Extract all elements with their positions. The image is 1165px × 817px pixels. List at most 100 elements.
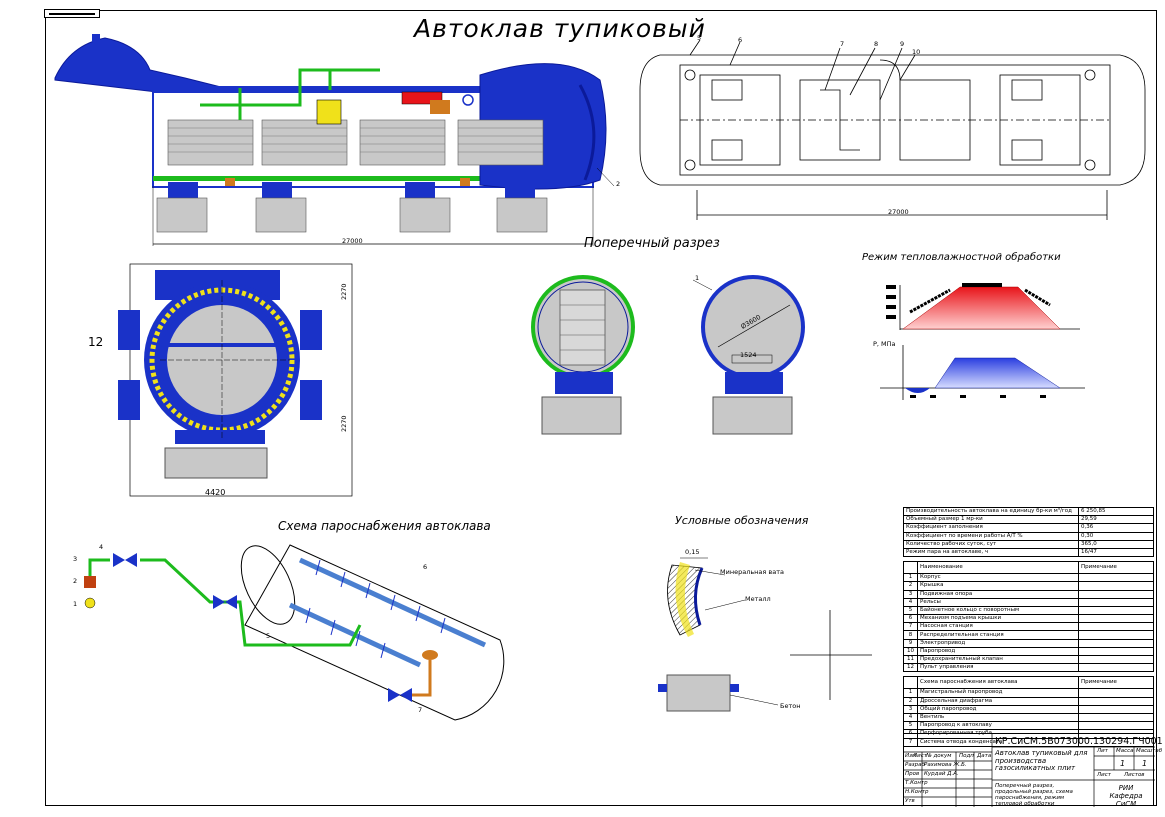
scheme-callout-4: 4: [99, 543, 104, 551]
callout-9: 9: [900, 40, 905, 48]
document-subtitle: Поперечный разрез, продольный разрез, сх…: [995, 783, 1073, 807]
tb-lit-label: Лит: [1097, 748, 1108, 754]
legend-symbols: [658, 557, 872, 712]
dim-length-side: 27000: [342, 237, 363, 245]
callout-6: 6: [738, 36, 743, 44]
dim-height-b: 2270: [340, 415, 348, 432]
dim-rail: 1524: [740, 351, 757, 359]
corner-stamp: [44, 9, 100, 18]
callout-5: 5: [697, 34, 702, 42]
tb-checker-name: Курдай Д.А.: [924, 771, 959, 777]
end-view: [118, 263, 353, 497]
plan-view: [639, 39, 1146, 220]
specification-table: Производительность автоклава на единицу …: [903, 506, 1154, 747]
tb-col-list: Лист: [913, 753, 927, 759]
dim-width-end: 4420: [205, 488, 226, 497]
scheme-callout-5: 5: [266, 632, 271, 640]
title-block-grid: [904, 734, 1155, 807]
document-code: КР.СиСМ.5В073000.130294.ГЧ001: [995, 736, 1163, 747]
cross-section-heading: Поперечный разрез: [584, 236, 720, 251]
performance-table: Производительность автоклава на единицу …: [903, 506, 1154, 558]
steam-scheme: [84, 544, 505, 721]
tb-role-checker: Пров: [905, 771, 920, 777]
tb-role-tcontrol: Т.Контр: [905, 780, 928, 786]
dim-length-top: 27000: [888, 208, 909, 216]
tb-col-sign: Подп: [959, 753, 974, 759]
callout-12: 12: [88, 335, 104, 349]
tb-col-date: Дата: [977, 753, 992, 759]
dim-height-a: 2270: [340, 283, 348, 300]
tb-developer-name: Рахимова Ж.Б.: [924, 762, 967, 768]
organization-bottom: Кафедра СиСМ: [1109, 792, 1143, 808]
callout-7: 7: [840, 40, 845, 48]
regime-heading: Режим тепловлажностной обработки: [862, 252, 1061, 263]
tb-sheet-total: 1: [1142, 759, 1148, 768]
cross-section-left: [531, 275, 635, 435]
scheme-callout-7: 7: [418, 706, 423, 714]
organization: РИИ Кафедра СиСМ: [1100, 784, 1152, 808]
scheme-callout-6: 6: [423, 563, 428, 571]
scheme-callout-3: 3: [73, 555, 78, 563]
tb-role-approved: Утв: [905, 798, 915, 804]
callout-2: 2: [616, 180, 621, 188]
document-name: Автоклав тупиковый для производства газо…: [995, 749, 1088, 772]
tb-sheet-label: Лист: [1097, 772, 1111, 778]
legend-metal-label: Металл: [745, 595, 771, 603]
steam-scheme-heading: Схема пароснабжения автоклава: [278, 519, 491, 533]
dim-insulation: 0,15: [685, 548, 700, 556]
table-row: Коэффициент по времени работы А/Т %0,30: [903, 531, 1154, 541]
pressure-axis-label: P, МПа: [873, 340, 896, 348]
tb-role-ncontrol: Н.Контр: [905, 789, 929, 795]
tb-sheet-number: 1: [1120, 759, 1126, 768]
legend-mineral-label: Минеральная вата: [720, 568, 784, 576]
callout-10: 10: [912, 48, 921, 56]
tb-mass-label: Масса: [1116, 748, 1134, 754]
tb-role-developer: Разраб: [905, 762, 925, 768]
table-row: Производительность автоклава на единицу …: [903, 506, 1154, 517]
cross-section-right: [692, 275, 805, 435]
callout-1: 1: [695, 274, 700, 282]
drawing-title: Автоклав тупиковый: [414, 14, 706, 43]
drawing-frame: [45, 10, 1157, 806]
organization-top: РИИ: [1118, 784, 1134, 792]
tb-col-izm: Изм: [905, 753, 917, 759]
scheme-callout-1: 1: [73, 600, 78, 608]
legend-concrete-label: Бетон: [780, 702, 801, 710]
longitudinal-view: [54, 34, 615, 246]
scheme-callout-2: 2: [73, 577, 78, 585]
tb-scale-label: Масштаб: [1136, 748, 1163, 754]
regime-temperature-chart: [886, 283, 1080, 330]
tb-sheets-label: Листов: [1124, 772, 1145, 778]
regime-pressure-chart: [880, 345, 1085, 400]
legend-heading: Условные обозначения: [675, 514, 809, 527]
callout-8: 8: [874, 40, 879, 48]
title-block: КР.СиСМ.5В073000.130294.ГЧ001 Автоклав т…: [903, 733, 1163, 808]
